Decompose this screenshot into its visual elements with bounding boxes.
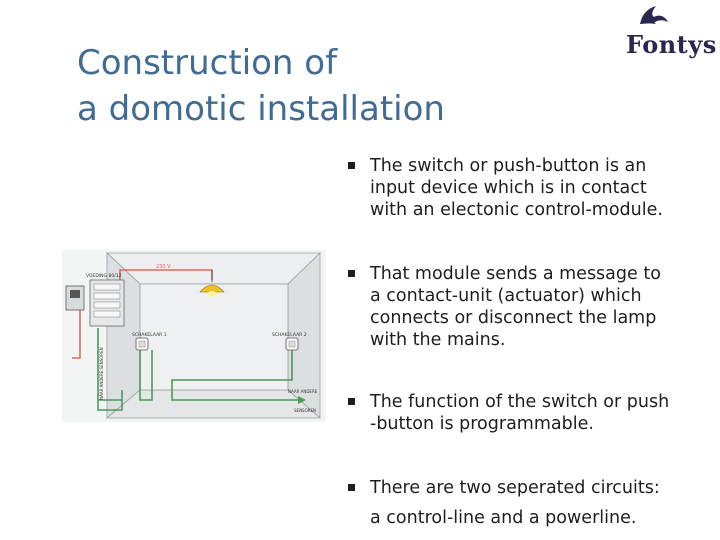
control-panel [89, 279, 125, 327]
bullet-item: There are two seperated circuits: a cont… [343, 473, 660, 533]
bullet-line: There are two seperated circuits: [370, 478, 660, 498]
switch-2-label: SCHAKELAAR 2 [272, 332, 307, 338]
switch-1-icon [135, 337, 149, 351]
lamp-icon [199, 270, 225, 297]
bullet-line: That module sends a message to [370, 264, 661, 284]
control-line-arrow [298, 396, 306, 404]
bullet-item: The switch or push-button is an input de… [343, 155, 663, 221]
switch-2-icon [285, 337, 299, 351]
switch-1-label: SCHAKELAAR 1 [132, 332, 167, 338]
fuse-box [65, 285, 85, 311]
slide-title-line-1: Construction of [77, 43, 338, 83]
bullet-line: input device which is in contact [370, 178, 647, 198]
bullet-line: a control-line and a powerline. [370, 508, 637, 528]
bullet-line: connects or disconnect the lamp [370, 308, 657, 328]
fontys-bird-icon [640, 6, 668, 24]
bullet-marker [348, 398, 355, 405]
bullet-line: The switch or push-button is an [370, 156, 647, 176]
bullet-marker [348, 270, 355, 277]
control-line [97, 328, 302, 411]
bullet-line: The function of the switch or push [370, 392, 670, 412]
domotic-installation-diagram: 230 V VOEDING 80/12 SCHAKELAAR 1 SCHAKEL… [62, 250, 326, 422]
bullet-line: a contact-unit (actuator) which [370, 286, 642, 306]
bullet-line: with the mains. [370, 330, 506, 350]
slide-title-line-2: a domotic installation [77, 89, 445, 129]
vertical-sensors-label: NAAR ANDERE SENSOREN [99, 347, 104, 400]
slide-title: Construction of a domotic installation [77, 40, 445, 132]
bullet-marker [348, 162, 355, 169]
voltage-label: 230 V [156, 264, 171, 270]
bullet-line: -button is programmable. [370, 414, 594, 434]
room-outline [105, 252, 322, 419]
other-sensors-label-line-2: SENSOREN [294, 408, 316, 413]
panel-label: VOEDING 80/12 [86, 273, 122, 279]
bullet-item: The function of the switch or push -butt… [343, 391, 669, 435]
fontys-logo: Fontys [618, 2, 718, 66]
other-sensors-label-line-1: NAAR ANDERE [288, 389, 318, 394]
bullet-marker [348, 484, 355, 491]
bullet-line: with an electonic control-module. [370, 200, 663, 220]
bullet-item: That module sends a message to a contact… [343, 263, 661, 351]
logo-text: Fontys [626, 30, 717, 59]
